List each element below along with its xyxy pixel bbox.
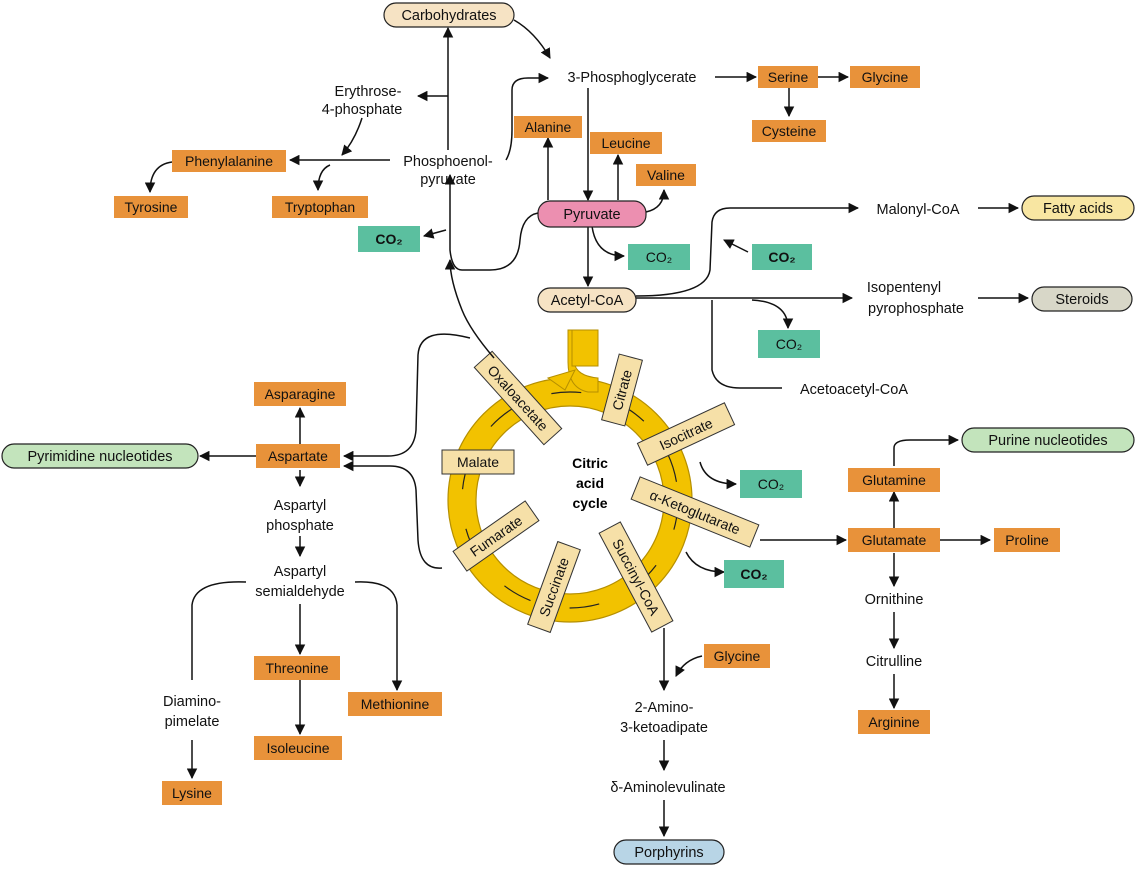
alpha-ketoglutarate-box: α-Ketoglutarate (630, 476, 760, 548)
svg-text:Glycine: Glycine (714, 648, 761, 664)
serine-box: Serine (758, 66, 818, 88)
svg-text:Pyrimidine nucleotides: Pyrimidine nucleotides (27, 449, 172, 465)
svg-text:Asparagine: Asparagine (265, 386, 336, 402)
erythrose-label-1: Erythrose- (335, 84, 402, 100)
steroids-node: Steroids (1031, 286, 1133, 312)
svg-text:Steroids: Steroids (1055, 292, 1108, 308)
aspartyl-semialdehyde-label-2: semialdehyde (255, 584, 344, 600)
svg-text:Porphyrins: Porphyrins (634, 845, 703, 861)
svg-text:Leucine: Leucine (601, 135, 650, 151)
svg-text:Fatty acids: Fatty acids (1043, 201, 1113, 217)
co2-box-ketoglutarate: CO₂ (724, 560, 784, 588)
svg-text:Tryptophan: Tryptophan (285, 199, 355, 215)
svg-text:Valine: Valine (647, 167, 685, 183)
amino-ketoadipate-label-1: 2-Amino- (635, 700, 694, 716)
citrate-box: Citrate (600, 353, 644, 427)
svg-text:Tyrosine: Tyrosine (125, 199, 178, 215)
asparagine-box: Asparagine (254, 382, 346, 406)
diaminopimelate-label-2: pimelate (165, 714, 220, 730)
phenylalanine-box: Phenylalanine (172, 150, 286, 172)
proline-box: Proline (994, 528, 1060, 552)
fatty-acids-node: Fatty acids (1021, 195, 1135, 221)
pep-label-1: Phosphoenol- (403, 154, 493, 170)
diaminopimelate-label-1: Diamino- (163, 694, 221, 710)
citric-acid-cycle: Citric acid cycle Oxaloacetate Citrate I… (441, 329, 760, 634)
svg-text:Methionine: Methionine (361, 696, 430, 712)
pyruvate-node: Pyruvate (537, 200, 647, 228)
aspartyl-phosphate-label-1: Aspartyl (274, 498, 326, 514)
pyrimidine-nucleotides-node: Pyrimidine nucleotides (1, 443, 199, 469)
svg-text:Glutamine: Glutamine (862, 472, 926, 488)
leucine-box: Leucine (590, 132, 662, 154)
svg-text:Acetyl-CoA: Acetyl-CoA (551, 293, 624, 309)
isopentenyl-label-2: pyrophosphate (868, 301, 964, 317)
svg-text:Cysteine: Cysteine (762, 123, 817, 139)
valine-box: Valine (636, 164, 696, 186)
ornithine-label: Ornithine (865, 592, 924, 608)
aspartyl-phosphate-label-2: phosphate (266, 518, 334, 534)
glutamine-box: Glutamine (848, 468, 940, 492)
purine-nucleotides-node: Purine nucleotides (961, 427, 1135, 453)
cycle-center-line3: cycle (572, 495, 607, 511)
glutamate-box: Glutamate (848, 528, 940, 552)
svg-text:Aspartate: Aspartate (268, 448, 328, 464)
alanine-box: Alanine (514, 116, 582, 138)
svg-text:Carbohydrates: Carbohydrates (401, 8, 496, 24)
cysteine-box: Cysteine (752, 120, 826, 142)
svg-text:Glycine: Glycine (862, 69, 909, 85)
phosphoglycerate-label: 3-Phosphoglycerate (568, 70, 697, 86)
svg-text:Threonine: Threonine (265, 660, 328, 676)
svg-text:CO₂: CO₂ (776, 336, 802, 352)
isoleucine-box: Isoleucine (254, 736, 342, 760)
citrulline-label: Citrulline (866, 654, 922, 670)
acetoacetyl-coa-label: Acetoacetyl-CoA (800, 382, 908, 398)
co2-box-isopentenyl: CO₂ (758, 330, 820, 358)
svg-text:Arginine: Arginine (868, 714, 920, 730)
svg-text:Malate: Malate (457, 454, 499, 470)
acetyl-entry-band (567, 329, 599, 393)
arginine-box: Arginine (858, 710, 930, 734)
co2-box-malonyl: CO₂ (752, 244, 812, 270)
malate-box: Malate (441, 449, 515, 475)
svg-text:CO₂: CO₂ (646, 249, 672, 265)
erythrose-label-2: 4-phosphate (322, 102, 403, 118)
malonyl-coa-label: Malonyl-CoA (877, 202, 960, 218)
tyrosine-box: Tyrosine (114, 196, 188, 218)
cycle-center-line1: Citric (572, 455, 608, 471)
svg-text:CO₂: CO₂ (758, 476, 784, 492)
co2-box-pep: CO₂ (358, 226, 420, 252)
porphyrins-node: Porphyrins (613, 839, 725, 865)
co2-box-isocitrate: CO₂ (740, 470, 802, 498)
svg-text:Proline: Proline (1005, 532, 1049, 548)
svg-text:Serine: Serine (768, 69, 809, 85)
pep-label-2: pyruvate (420, 172, 476, 188)
svg-text:Isoleucine: Isoleucine (266, 740, 329, 756)
carbohydrates-node: Carbohydrates (383, 2, 515, 28)
lysine-box: Lysine (162, 781, 222, 805)
svg-text:CO₂: CO₂ (740, 566, 767, 582)
aspartate-box: Aspartate (256, 444, 340, 468)
svg-text:Glutamate: Glutamate (862, 532, 927, 548)
svg-text:Lysine: Lysine (172, 785, 212, 801)
svg-text:Purine nucleotides: Purine nucleotides (988, 433, 1107, 449)
glycine-top-box: Glycine (850, 66, 920, 88)
cycle-center-line2: acid (576, 475, 604, 491)
tryptophan-box: Tryptophan (272, 196, 368, 218)
pathway-arrows (144, 19, 1030, 838)
aspartyl-semialdehyde-label-1: Aspartyl (274, 564, 326, 580)
svg-text:Pyruvate: Pyruvate (563, 207, 620, 223)
svg-text:CO₂: CO₂ (375, 231, 402, 247)
aminolevulinate-label: δ-Aminolevulinate (610, 780, 725, 796)
acetyl-coa-node: Acetyl-CoA (537, 287, 637, 313)
glycine-low-box: Glycine (704, 644, 770, 668)
svg-text:Alanine: Alanine (525, 119, 572, 135)
amino-ketoadipate-label-2: 3-ketoadipate (620, 720, 708, 736)
co2-box-pyruvate: CO₂ (628, 244, 690, 270)
svg-text:Phenylalanine: Phenylalanine (185, 153, 273, 169)
isopentenyl-label-1: Isopentenyl (867, 280, 941, 296)
methionine-box: Methionine (348, 692, 442, 716)
svg-text:CO₂: CO₂ (768, 249, 795, 265)
threonine-box: Threonine (254, 656, 340, 680)
